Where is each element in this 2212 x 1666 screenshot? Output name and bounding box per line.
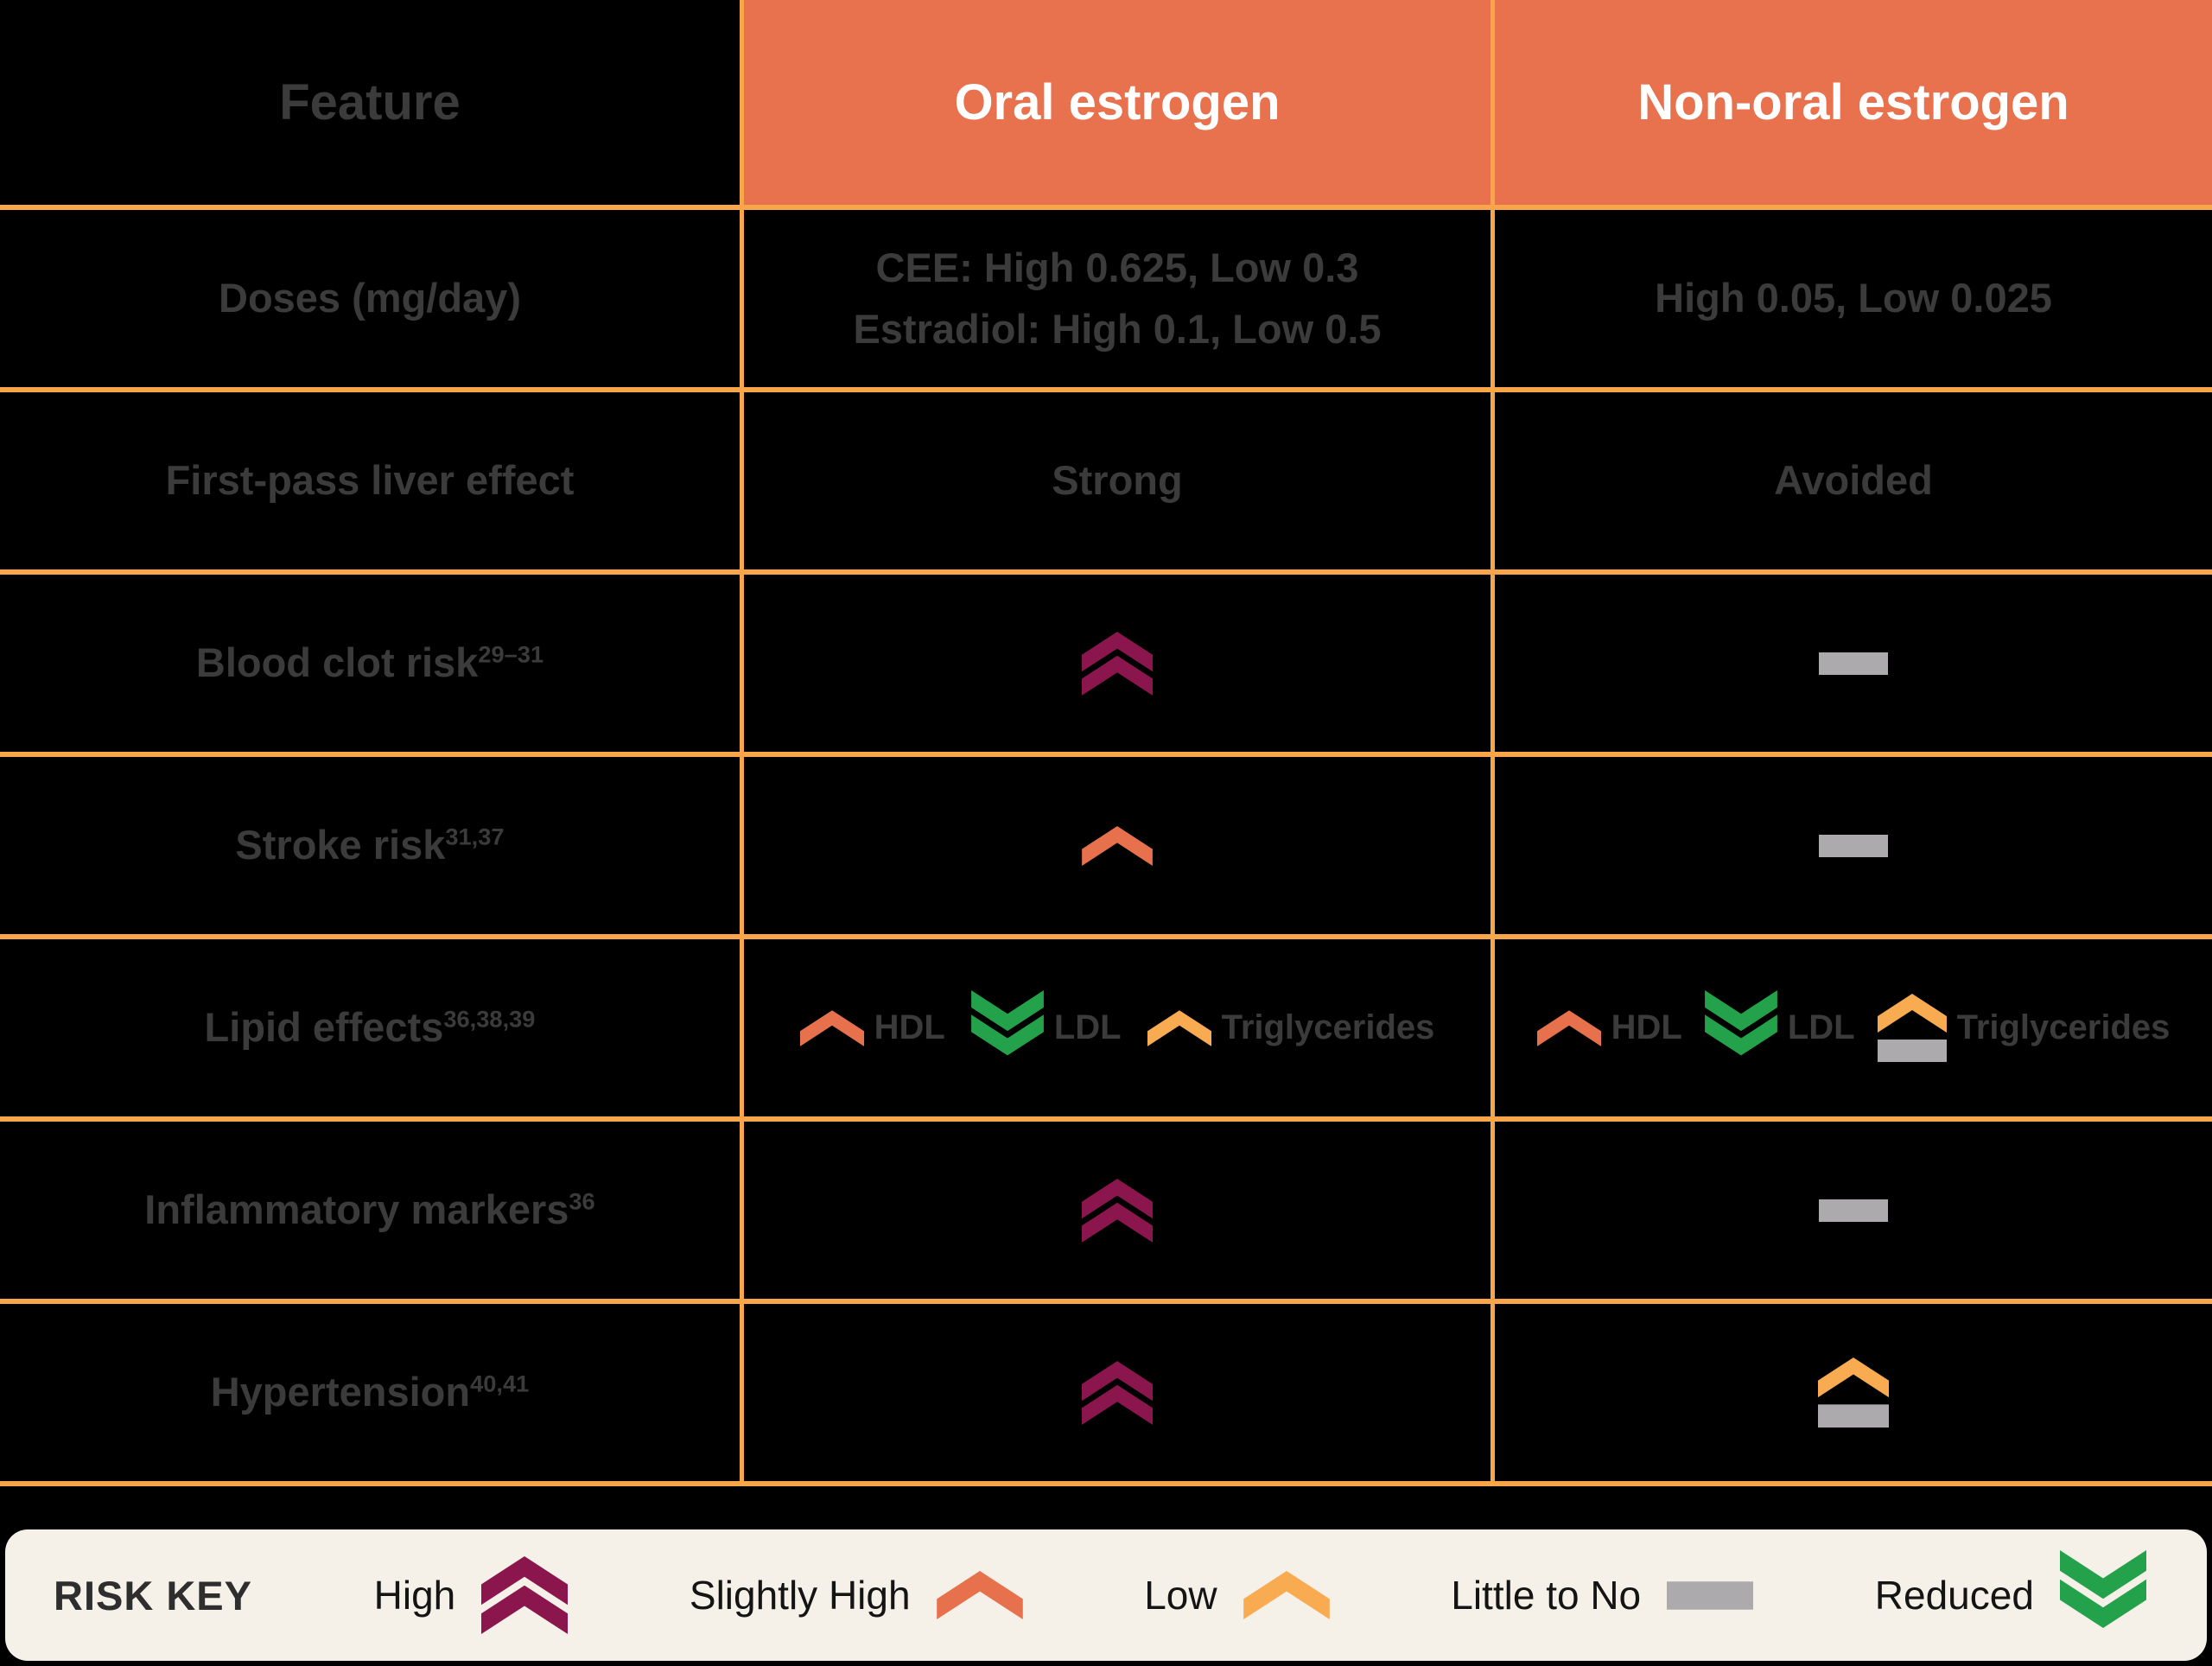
cell-blood-clot-non-oral bbox=[1495, 575, 2212, 757]
lipid-ldl-non-oral: LDL bbox=[1704, 989, 1855, 1066]
lipid-hdl-oral: HDL bbox=[799, 1008, 945, 1047]
row-label-first-pass: First-pass liver effect bbox=[0, 392, 744, 575]
row-label-stroke: Stroke risk31,37 bbox=[0, 757, 744, 939]
high-risk-double-chevron-up-icon bbox=[1082, 1360, 1153, 1425]
lipid-refs: 36,38,39 bbox=[443, 1005, 536, 1033]
header-cell-non-oral-estrogen: Non-oral estrogen bbox=[1495, 0, 2212, 210]
slightly-high-chevron-up-icon bbox=[1082, 825, 1153, 866]
cell-blood-clot-oral bbox=[744, 575, 1495, 757]
low-chevron-up-icon bbox=[1243, 1571, 1330, 1619]
lipid-ldl-oral: LDL bbox=[970, 989, 1122, 1066]
doses-oral-line1: CEE: High 0.625, Low 0.3 bbox=[875, 245, 1359, 290]
row-label-doses: Doses (mg/day) bbox=[0, 210, 744, 392]
reduced-double-chevron-down-icon bbox=[970, 989, 1044, 1055]
legend-item-little-to-no: Little to No bbox=[1451, 1572, 1754, 1618]
high-risk-double-chevron-up-icon bbox=[481, 1556, 569, 1634]
risk-key-title: RISK KEY bbox=[54, 1572, 252, 1618]
row-label-blood-clot: Blood clot risk29–31 bbox=[0, 575, 744, 757]
low-chevron-up-over-dash-icon bbox=[1877, 994, 1947, 1062]
blood-clot-refs: 29–31 bbox=[478, 640, 544, 668]
cell-first-pass-non-oral: Avoided bbox=[1495, 392, 2212, 575]
reduced-double-chevron-down-icon bbox=[1704, 989, 1777, 1055]
header-cell-oral-estrogen: Oral estrogen bbox=[744, 0, 1495, 210]
little-to-no-dash-icon bbox=[1819, 652, 1888, 675]
cell-doses-non-oral: High 0.05, Low 0.025 bbox=[1495, 210, 2212, 392]
lipid-triglycerides-oral: Triglycerides bbox=[1147, 1008, 1434, 1047]
legend-item-low: Low bbox=[1144, 1571, 1330, 1619]
cell-first-pass-oral: Strong bbox=[744, 392, 1495, 575]
lipid-triglycerides-non-oral: Triglycerides bbox=[1877, 994, 2170, 1062]
cell-hypertension-oral bbox=[744, 1304, 1495, 1486]
row-label-inflammatory: Inflammatory markers36 bbox=[0, 1122, 744, 1304]
reduced-double-chevron-down-icon bbox=[2059, 1549, 2146, 1628]
stroke-refs: 31,37 bbox=[445, 823, 505, 850]
row-label-lipid: Lipid effects36,38,39 bbox=[0, 939, 744, 1122]
slightly-high-chevron-up-icon bbox=[1536, 1009, 1601, 1046]
cell-doses-oral: CEE: High 0.625, Low 0.3 Estradiol: High… bbox=[744, 210, 1495, 392]
risk-key-legend: RISK KEY High Slightly High Low Little t… bbox=[5, 1529, 2207, 1661]
high-risk-double-chevron-up-icon bbox=[1082, 1178, 1153, 1243]
comparison-table: Feature Oral estrogen Non-oral estrogen … bbox=[0, 0, 2212, 1486]
cell-lipid-oral: HDL LDL Triglycerides bbox=[744, 939, 1495, 1122]
cell-stroke-oral bbox=[744, 757, 1495, 939]
non-oral-estrogen-header-label: Non-oral estrogen bbox=[1637, 74, 2069, 130]
header-cell-feature: Feature bbox=[0, 0, 744, 210]
cell-inflammatory-non-oral bbox=[1495, 1122, 2212, 1304]
feature-header-label: Feature bbox=[279, 74, 461, 130]
inflammatory-refs: 36 bbox=[569, 1187, 595, 1215]
legend-item-reduced: Reduced bbox=[1875, 1549, 2146, 1641]
cell-hypertension-non-oral bbox=[1495, 1304, 2212, 1486]
legend-item-slightly-high: Slightly High bbox=[690, 1571, 1023, 1619]
legend-item-high: High bbox=[374, 1556, 569, 1634]
little-to-no-dash-icon bbox=[1819, 834, 1888, 857]
oral-estrogen-header-label: Oral estrogen bbox=[954, 74, 1281, 130]
low-chevron-up-icon bbox=[1147, 1009, 1211, 1046]
cell-lipid-non-oral: HDL LDL Triglycerides bbox=[1495, 939, 2212, 1122]
little-to-no-dash-icon bbox=[1667, 1580, 1754, 1610]
low-chevron-up-over-dash-icon bbox=[1818, 1358, 1889, 1428]
doses-oral-line2: Estradiol: High 0.1, Low 0.5 bbox=[853, 305, 1382, 352]
cell-stroke-non-oral bbox=[1495, 757, 2212, 939]
cell-inflammatory-oral bbox=[744, 1122, 1495, 1304]
row-label-hypertension: Hypertension40,41 bbox=[0, 1304, 744, 1486]
little-to-no-dash-icon bbox=[1819, 1199, 1888, 1222]
high-risk-double-chevron-up-icon bbox=[1082, 631, 1153, 696]
lipid-hdl-non-oral: HDL bbox=[1536, 1008, 1682, 1047]
slightly-high-chevron-up-icon bbox=[799, 1009, 864, 1046]
hypertension-refs: 40,41 bbox=[470, 1370, 530, 1397]
slightly-high-chevron-up-icon bbox=[936, 1571, 1023, 1619]
